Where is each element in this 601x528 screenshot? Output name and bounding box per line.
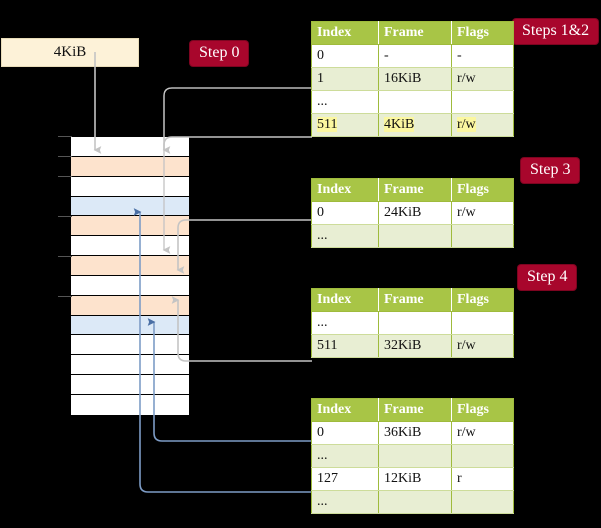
- memory-frame-row: [71, 176, 189, 197]
- column-header-flags: Flags: [451, 21, 514, 45]
- cell-flags: [451, 224, 514, 248]
- column-header-flags: Flags: [451, 288, 514, 312]
- cell-index: ...: [311, 444, 379, 468]
- memory-frame-row: [71, 335, 189, 356]
- cell-index: 0: [311, 421, 379, 445]
- memory-tick: [58, 296, 72, 297]
- memory-tick: [58, 216, 72, 217]
- column-header-frame: Frame: [378, 288, 452, 312]
- steps-1-2-label: Steps 1&2: [513, 19, 599, 44]
- memory-frame-row: [71, 275, 189, 296]
- table-row: ...: [311, 90, 514, 114]
- cell-index: 0: [311, 44, 379, 68]
- memory-tick: [58, 176, 72, 177]
- step-0-label: Step 0: [190, 41, 249, 66]
- memory-frame-row: [71, 196, 189, 217]
- step-4-label: Step 4: [518, 265, 577, 290]
- memory-tick: [58, 136, 72, 137]
- memory-frame-row: [71, 355, 189, 376]
- column-header-flags: Flags: [451, 398, 514, 422]
- column-header-index: Index: [311, 21, 379, 45]
- cell-flags: r/w: [451, 113, 514, 137]
- memory-frame-row: [71, 375, 189, 395]
- column-header-index: Index: [311, 178, 379, 202]
- cell-frame: [378, 90, 452, 114]
- cell-frame: 4KiB: [378, 113, 452, 137]
- cell-flags: r/w: [451, 201, 514, 225]
- table-row: 0--: [311, 44, 514, 68]
- cell-frame: [378, 311, 452, 335]
- cell-flags: [451, 311, 514, 335]
- column-header-flags: Flags: [451, 178, 514, 202]
- cell-index: 0: [311, 201, 379, 225]
- column-header-frame: Frame: [378, 178, 452, 202]
- cell-flags: r/w: [451, 334, 514, 358]
- cell-frame: 32KiB: [378, 334, 452, 358]
- cell-index: 1: [311, 67, 379, 91]
- column-header-index: Index: [311, 288, 379, 312]
- cell-flags: [451, 444, 514, 468]
- cell-flags: [451, 490, 514, 514]
- cell-index: 127: [311, 467, 379, 491]
- cell-flags: -: [451, 44, 514, 68]
- cell-frame: -: [378, 44, 452, 68]
- cell-frame: 24KiB: [378, 201, 452, 225]
- cell-index: ...: [311, 490, 379, 514]
- memory-frame-row: [71, 137, 189, 157]
- page-size-banner: 4KiB: [1, 38, 139, 67]
- cell-frame: 36KiB: [378, 421, 452, 445]
- cell-frame: 12KiB: [378, 467, 452, 491]
- column-header-frame: Frame: [378, 21, 452, 45]
- memory-tick: [58, 156, 72, 157]
- table-row: ...: [311, 224, 514, 248]
- physical-memory-column: [70, 136, 190, 416]
- column-header-frame: Frame: [378, 398, 452, 422]
- cell-frame: 16KiB: [378, 67, 452, 91]
- cell-index: ...: [311, 311, 379, 335]
- table-row: ...: [311, 311, 514, 335]
- memory-tick: [58, 256, 72, 257]
- cell-flags: [451, 90, 514, 114]
- cell-frame: [378, 444, 452, 468]
- cell-index: 511: [311, 334, 379, 358]
- cell-flags: r/w: [451, 421, 514, 445]
- memory-frame-row: [71, 394, 189, 415]
- cell-flags: r: [451, 467, 514, 491]
- column-header-index: Index: [311, 398, 379, 422]
- cell-index: ...: [311, 90, 379, 114]
- memory-frame-row: [71, 295, 189, 316]
- memory-frame-row: [71, 236, 189, 257]
- table-row: ...: [311, 444, 514, 468]
- cell-frame: [378, 224, 452, 248]
- cell-frame: [378, 490, 452, 514]
- memory-frame-row: [71, 216, 189, 237]
- cell-flags: r/w: [451, 67, 514, 91]
- memory-frame-row: [71, 156, 189, 177]
- memory-frame-row: [71, 315, 189, 336]
- step-3-label: Step 3: [521, 158, 580, 183]
- memory-frame-row: [71, 256, 189, 276]
- cell-index: ...: [311, 224, 379, 248]
- cell-index: 511: [311, 113, 379, 137]
- table-row: ...: [311, 490, 514, 514]
